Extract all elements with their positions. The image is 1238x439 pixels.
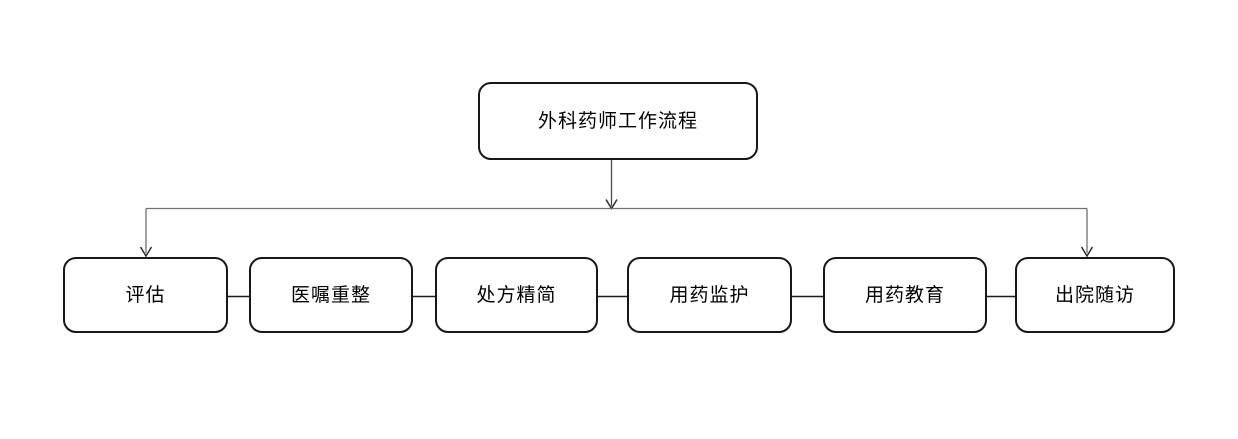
flowchart-step-label: 处方精简 (476, 284, 557, 306)
flowchart-step-label: 评估 (125, 284, 166, 306)
flowchart-step-node-medication-education: 用药教育 (823, 257, 987, 333)
flowchart-step-label: 用药监护 (669, 284, 750, 306)
flowchart-step-node-prescription-simplification: 处方精简 (435, 257, 598, 333)
flowchart-title-node: 外科药师工作流程 (478, 82, 758, 160)
flowchart-step-node-medication-monitoring: 用药监护 (627, 257, 792, 333)
flowchart-step-label: 医嘱重整 (290, 284, 371, 306)
flowchart-step-label: 用药教育 (864, 284, 945, 306)
down-arrowhead-icon (1080, 246, 1094, 258)
flowchart-step-node-order-reconciliation: 医嘱重整 (249, 257, 413, 333)
flowchart-step-label: 出院随访 (1054, 284, 1135, 306)
flowchart-step-node-assessment: 评估 (63, 257, 228, 333)
flowchart-step-node-discharge-followup: 出院随访 (1015, 257, 1175, 333)
down-arrowhead-icon (139, 246, 153, 258)
flowchart-title-label: 外科药师工作流程 (537, 110, 698, 132)
